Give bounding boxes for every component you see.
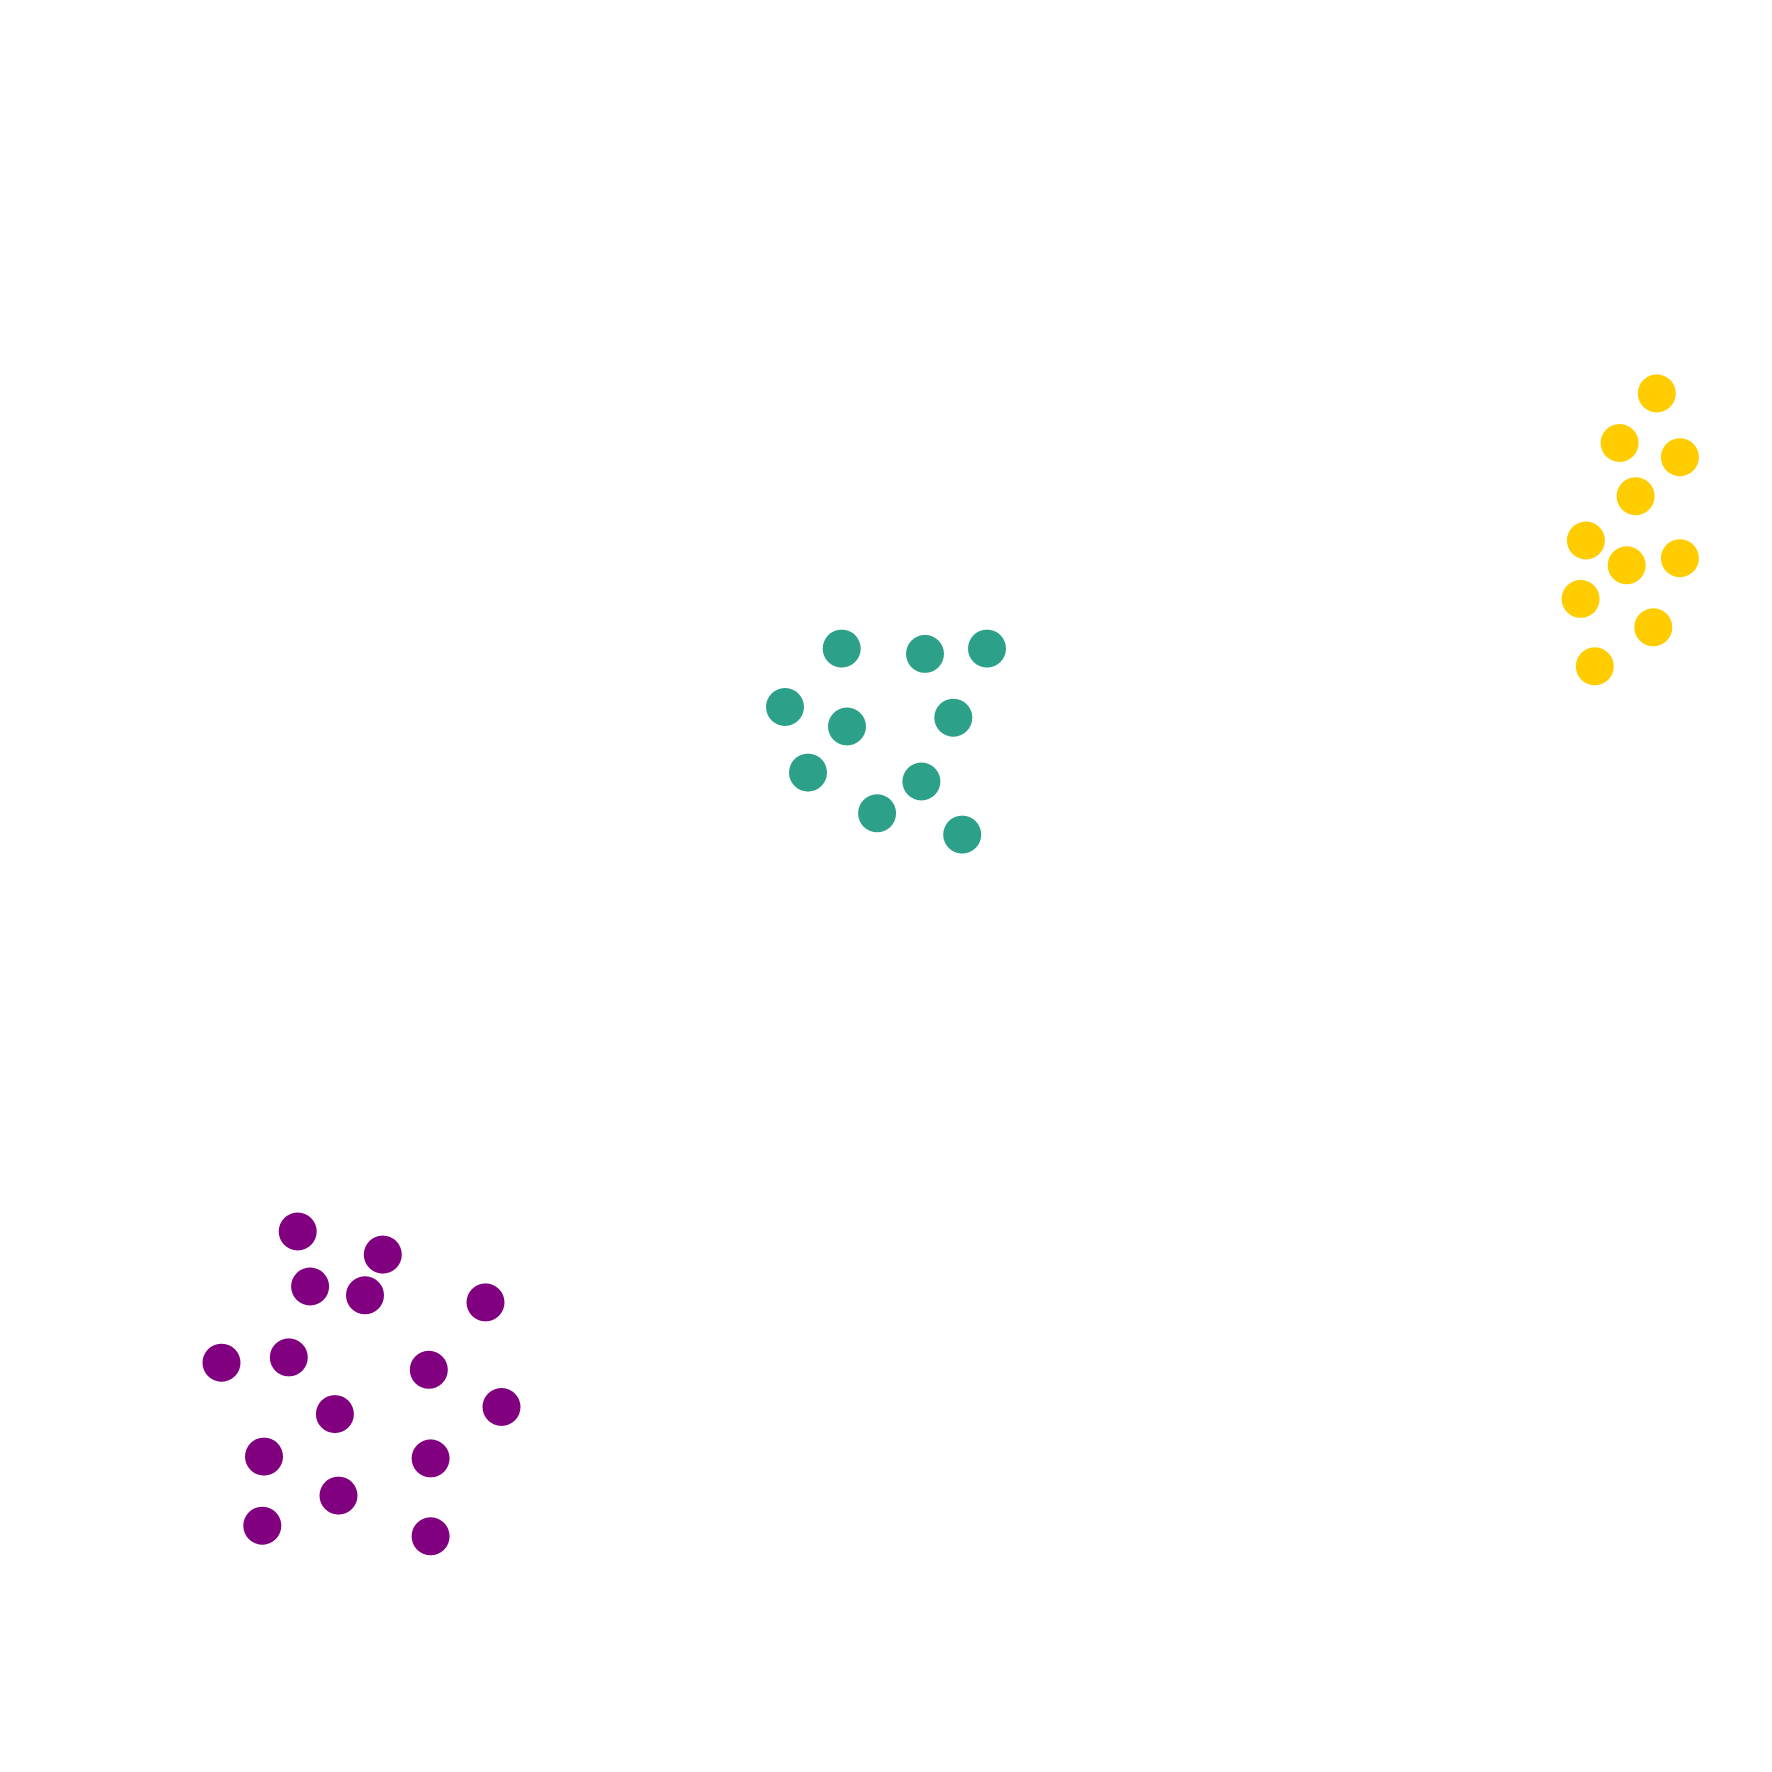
scatter-point-s1-p3	[766, 688, 804, 726]
scatter-point-s0-p11	[411, 1439, 450, 1478]
series-2	[1561, 374, 1699, 686]
scatter-point-s2-p3	[1616, 477, 1655, 516]
scatter-point-s0-p12	[319, 1476, 358, 1515]
scatter-point-s2-p9	[1575, 647, 1614, 686]
scatter-point-s1-p8	[858, 794, 897, 833]
scatter-point-s2-p0	[1637, 374, 1676, 413]
scatter-point-s0-p4	[466, 1283, 505, 1322]
scatter-point-s2-p8	[1634, 608, 1673, 647]
scatter-point-s1-p9	[943, 815, 982, 854]
scatter-point-s0-p6	[269, 1338, 308, 1377]
scatter-point-s1-p2	[968, 629, 1006, 668]
scatter-point-s1-p7	[902, 762, 941, 801]
scatter-point-s0-p7	[409, 1350, 448, 1389]
scatter-point-s0-p3	[346, 1276, 384, 1315]
scatter-point-s2-p2	[1660, 438, 1699, 477]
scatter-point-s0-p13	[243, 1506, 282, 1545]
scatter-point-s1-p1	[906, 634, 944, 673]
scatter-point-s2-p4	[1566, 521, 1605, 560]
scatter-point-s0-p1	[363, 1235, 402, 1274]
scatter-point-s1-p4	[828, 707, 866, 746]
scatter-point-s2-p7	[1561, 579, 1600, 618]
scatter-point-s0-p0	[278, 1212, 317, 1251]
scatter-point-s0-p10	[245, 1437, 283, 1476]
scatter-point-s1-p5	[934, 698, 973, 737]
series-1	[766, 629, 1006, 854]
scatter-point-s0-p8	[482, 1388, 521, 1426]
scatter-point-s0-p2	[291, 1267, 330, 1306]
scatter-point-s0-p5	[202, 1343, 241, 1382]
scatter-point-s1-p6	[789, 753, 827, 792]
scatter-point-s0-p14	[411, 1517, 450, 1556]
series-0	[202, 1212, 521, 1556]
scatter-point-s2-p5	[1607, 546, 1646, 585]
scatter-point-s2-p1	[1600, 424, 1639, 462]
scatter-point-s0-p9	[315, 1395, 354, 1434]
scatter-point-s1-p0	[822, 629, 861, 668]
scatter-point-s2-p6	[1660, 539, 1699, 578]
